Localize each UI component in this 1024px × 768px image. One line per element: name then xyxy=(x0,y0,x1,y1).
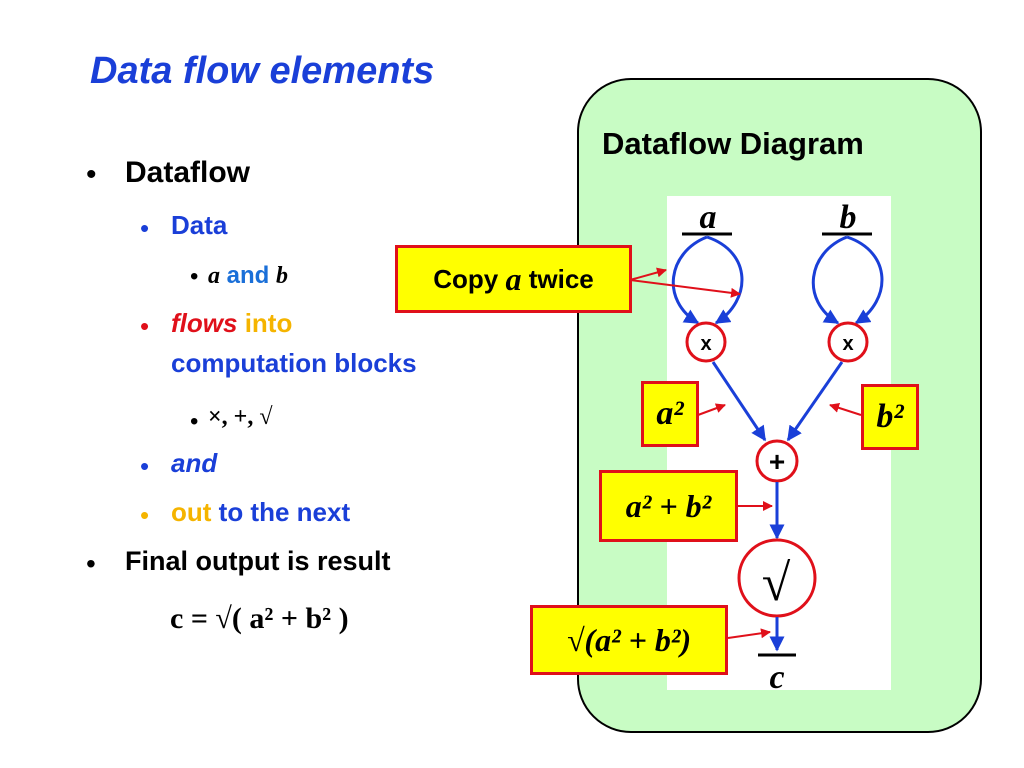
bullet-dot: • xyxy=(190,263,199,290)
result-formula: c = √( a² + b² ) xyxy=(170,602,349,635)
callout-copy-prefix: Copy xyxy=(433,263,499,294)
multiply-a-symbol: x xyxy=(700,333,711,355)
arrow-b-copy-right xyxy=(846,235,884,325)
arrow-a-copy-right xyxy=(706,235,744,325)
bullet-final-output: Final output is result xyxy=(125,546,391,576)
sqrt-symbol: √ xyxy=(762,555,791,612)
pointer-b-squared xyxy=(829,403,862,416)
bullet-dot: • xyxy=(140,500,150,530)
bullet-computation-blocks: computation blocks xyxy=(171,348,417,378)
word-to-the-next: to the next xyxy=(218,497,351,527)
panel-title: Dataflow Diagram xyxy=(602,126,864,161)
bullet-dataflow: Dataflow xyxy=(125,156,251,189)
callout-copy-var: a xyxy=(505,260,522,297)
callout-sum: a² + b² xyxy=(599,470,738,542)
multiply-b-symbol: x xyxy=(842,333,853,355)
bullet-dot: • xyxy=(86,158,97,191)
add-node xyxy=(755,439,799,483)
arrow-b-squared xyxy=(786,361,844,442)
arrow-b-copy-left xyxy=(811,235,848,325)
word-out: out xyxy=(171,497,212,527)
arrow-a-squared xyxy=(711,361,767,442)
bullet-dot: • xyxy=(140,213,150,243)
multiply-a-node xyxy=(685,321,727,363)
callout-a-squared: a² xyxy=(641,381,699,447)
var-b: b xyxy=(276,263,289,289)
var-a: a xyxy=(208,263,220,289)
word-flows: flows xyxy=(171,308,238,338)
input-b-label: b xyxy=(840,199,857,236)
bullet-and: and xyxy=(171,448,218,478)
multiply-b-node xyxy=(827,321,869,363)
bullet-flows-into: flows into xyxy=(171,308,292,339)
callout-copy-a-twice: Copy a twice xyxy=(395,245,632,313)
callout-b-squared: b² xyxy=(861,384,919,450)
bullet-data: Data xyxy=(171,210,228,240)
sqrt-node xyxy=(737,538,817,618)
bullet-a-and-b: a and b xyxy=(208,262,288,290)
bullet-out-to-next: out to the next xyxy=(171,497,350,528)
word-and: and xyxy=(226,262,270,289)
arrow-a-copy-left xyxy=(671,235,708,325)
callout-result: √(a² + b²) xyxy=(530,605,728,675)
callout-copy-suffix: twice xyxy=(528,263,594,294)
pointer-copy-left xyxy=(629,267,667,281)
bullet-operators: ×, +, √ xyxy=(208,404,273,430)
pointer-result xyxy=(727,628,771,639)
add-symbol: + xyxy=(769,446,785,477)
slide-title: Data flow elements xyxy=(90,50,435,92)
output-c-label: c xyxy=(769,659,784,696)
bullet-dot: • xyxy=(140,451,150,481)
bullet-dot: • xyxy=(86,548,96,579)
bullet-dot: • xyxy=(190,408,199,435)
word-into: into xyxy=(244,308,293,338)
input-a-label: a xyxy=(700,199,717,236)
pointer-copy-right xyxy=(629,279,741,298)
bullet-dot: • xyxy=(140,311,150,341)
pointer-a-squared xyxy=(697,403,726,416)
